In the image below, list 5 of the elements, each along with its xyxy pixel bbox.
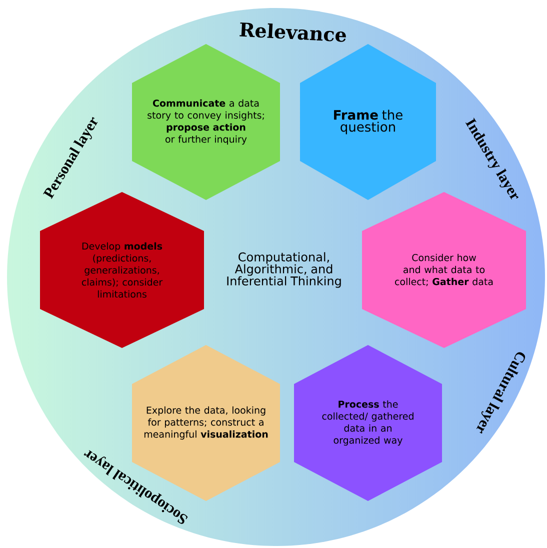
hexagon: Frame the question bbox=[300, 44, 436, 200]
center-text: Computational, Algorithmic, and Inferential Thinking bbox=[227, 252, 341, 288]
hexagon: Communicate a data story to convey insights; propose action or further inquiry bbox=[132, 44, 280, 200]
heading: Relevance bbox=[240, 22, 346, 42]
hexagon: Process the collected/ gathered data in an organized way bbox=[294, 345, 442, 501]
